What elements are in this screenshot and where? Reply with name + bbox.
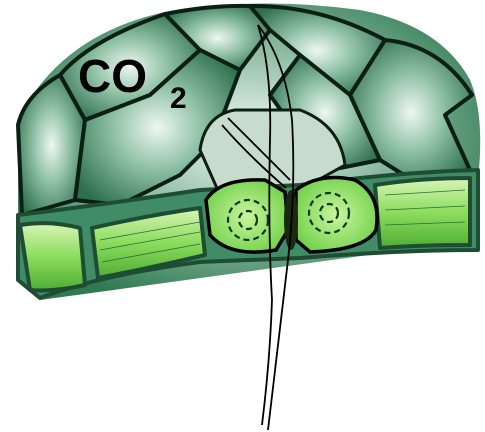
gas-label: CO [78, 50, 147, 102]
epidermal-cell-1 [20, 223, 85, 290]
gas-subscript: 2 [170, 82, 187, 115]
guard-cell-left [206, 180, 288, 252]
epidermal-cell-3 [375, 178, 470, 248]
